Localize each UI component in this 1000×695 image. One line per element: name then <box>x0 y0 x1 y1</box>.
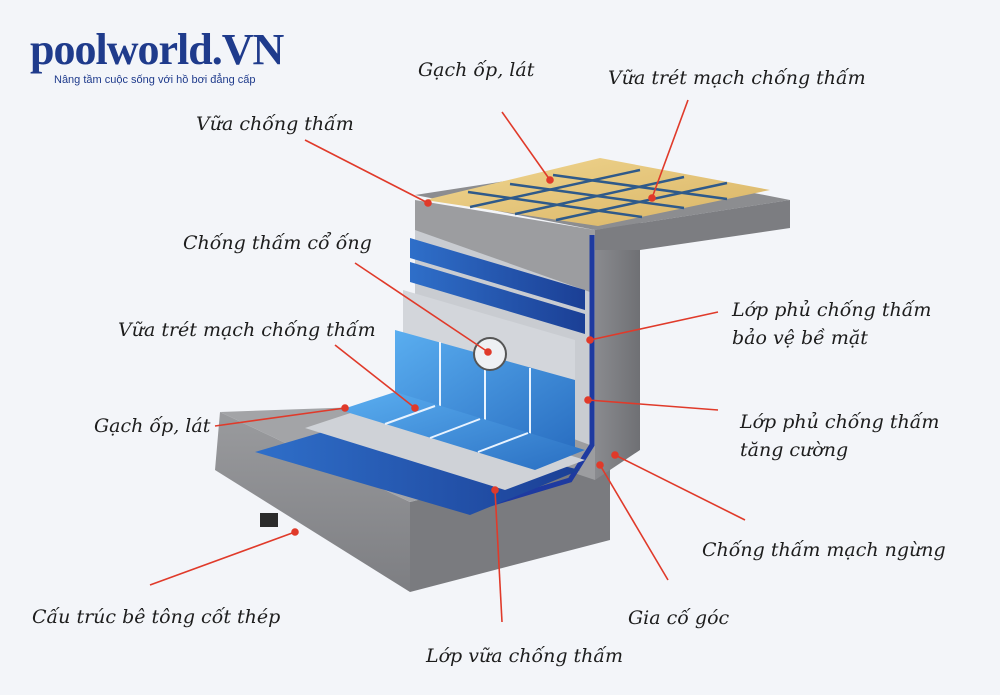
leader-lines <box>149 99 746 623</box>
floor-layers <box>255 392 585 515</box>
label-reinforced-coat-line1: Lớp phủ chống thấm <box>740 411 940 433</box>
label-concrete: Cấu trúc bê tông cốt thép <box>32 606 281 628</box>
label-surface-coat-line1: Lớp phủ chống thấm <box>732 299 932 321</box>
label-top-grout: Vữa trét mạch chống thấm <box>608 67 866 89</box>
top-tile-layer <box>425 158 770 226</box>
label-pipe-collar: Chống thấm cổ ống <box>183 232 372 254</box>
label-reinforced-coat-line2: tăng cường <box>740 439 849 461</box>
wall-layers <box>395 230 595 513</box>
label-corner: Gia cố góc <box>628 607 730 629</box>
label-wall-grout: Vữa trét mạch chống thấm <box>118 319 376 341</box>
label-joint-waterproof: Chống thấm mạch ngừng <box>702 539 946 561</box>
label-surface-coat-line2: bảo vệ bề mặt <box>732 327 868 349</box>
logo-title: poolworld.VN <box>30 25 284 74</box>
label-floor-tile: Gạch ốp, lát <box>94 415 211 437</box>
logo-tagline: Nâng tầm cuộc sống với hồ bơi đẳng cấp <box>54 74 256 86</box>
label-top-tile: Gạch ốp, lát <box>418 59 535 81</box>
label-mortar-layer: Lớp vữa chống thấm <box>426 645 624 667</box>
pipe-outlet-icon <box>260 513 278 527</box>
brand-logo: poolworld.VN Nâng tầm cuộc sống với hồ b… <box>30 25 284 87</box>
label-top-mortar: Vữa chống thấm <box>196 113 354 135</box>
